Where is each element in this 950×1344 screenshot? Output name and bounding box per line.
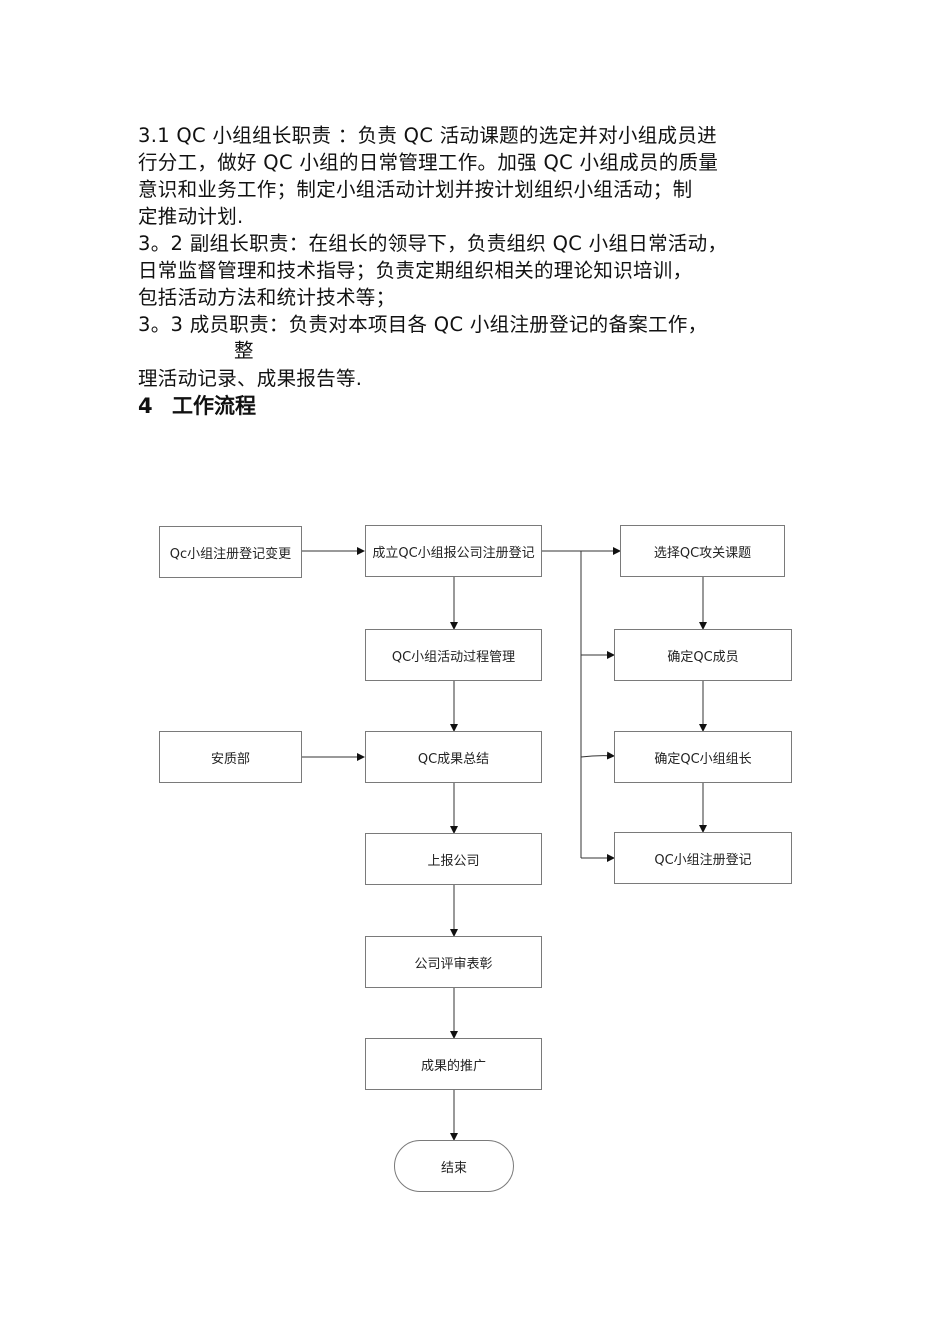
box-company-review-award: 公司评审表彰 <box>365 936 542 988</box>
section-number: 4 <box>138 394 153 418</box>
box-establish-qc-group: 成立QC小组报公司注册登记 <box>365 525 542 577</box>
box-confirm-members: 确定QC成员 <box>614 629 792 681</box>
section-title: 工作流程 <box>172 394 256 418</box>
box-process-management: QC小组活动过程管理 <box>365 629 542 681</box>
paragraph-3-2-line-2: 日常监督管理和技术指导；负责定期组织相关的理论知识培训， <box>138 259 693 282</box>
paragraph-3-1-line-4: 定推动计划. <box>138 205 244 228</box>
box-confirm-group-leader: 确定QC小组组长 <box>614 731 792 783</box>
paragraph-3-3-line-3: 理活动记录、成果报告等. <box>138 367 363 390</box>
terminal-end: 结束 <box>394 1140 514 1192</box>
box-qc-registration-change: Qc小组注册登记变更 <box>159 526 302 578</box>
box-report-company: 上报公司 <box>365 833 542 885</box>
paragraph-3-2-line-3: 包括活动方法和统计技术等； <box>138 286 396 309</box>
paragraph-3-1-line-1: 3.1 QC 小组组长职责 ：负责 QC 活动课题的选定并对小组成员进 <box>138 124 717 147</box>
arrow-bus-to-confirm-leader <box>580 751 615 760</box>
section-heading: 4 工作流程 <box>138 393 256 419</box>
box-promote-results: 成果的推广 <box>365 1038 542 1090</box>
box-qc-group-registration: QC小组注册登记 <box>614 832 792 884</box>
box-safety-quality-dept: 安质部 <box>159 731 302 783</box>
paragraph-3-1-line-3: 意识和业务工作；制定小组活动计划并按计划组织小组活动；制 <box>138 178 693 201</box>
box-select-qc-topic: 选择QC攻关课题 <box>620 525 785 577</box>
paragraph-3-1-line-2: 行分工，做好 QC 小组的日常管理工作。加强 QC 小组成员的质量 <box>138 151 719 174</box>
paragraph-3-2-line-1: 3。2 副组长职责：在组长的领导下，负责组织 QC 小组日常活动， <box>138 232 728 255</box>
paragraph-3-3-line-1: 3。3 成员职责：负责对本项目各 QC 小组注册登记的备案工作， <box>138 313 708 336</box>
box-qc-results-summary: QC成果总结 <box>365 731 542 783</box>
paragraph-3-3-line-2: 整 <box>234 339 254 362</box>
